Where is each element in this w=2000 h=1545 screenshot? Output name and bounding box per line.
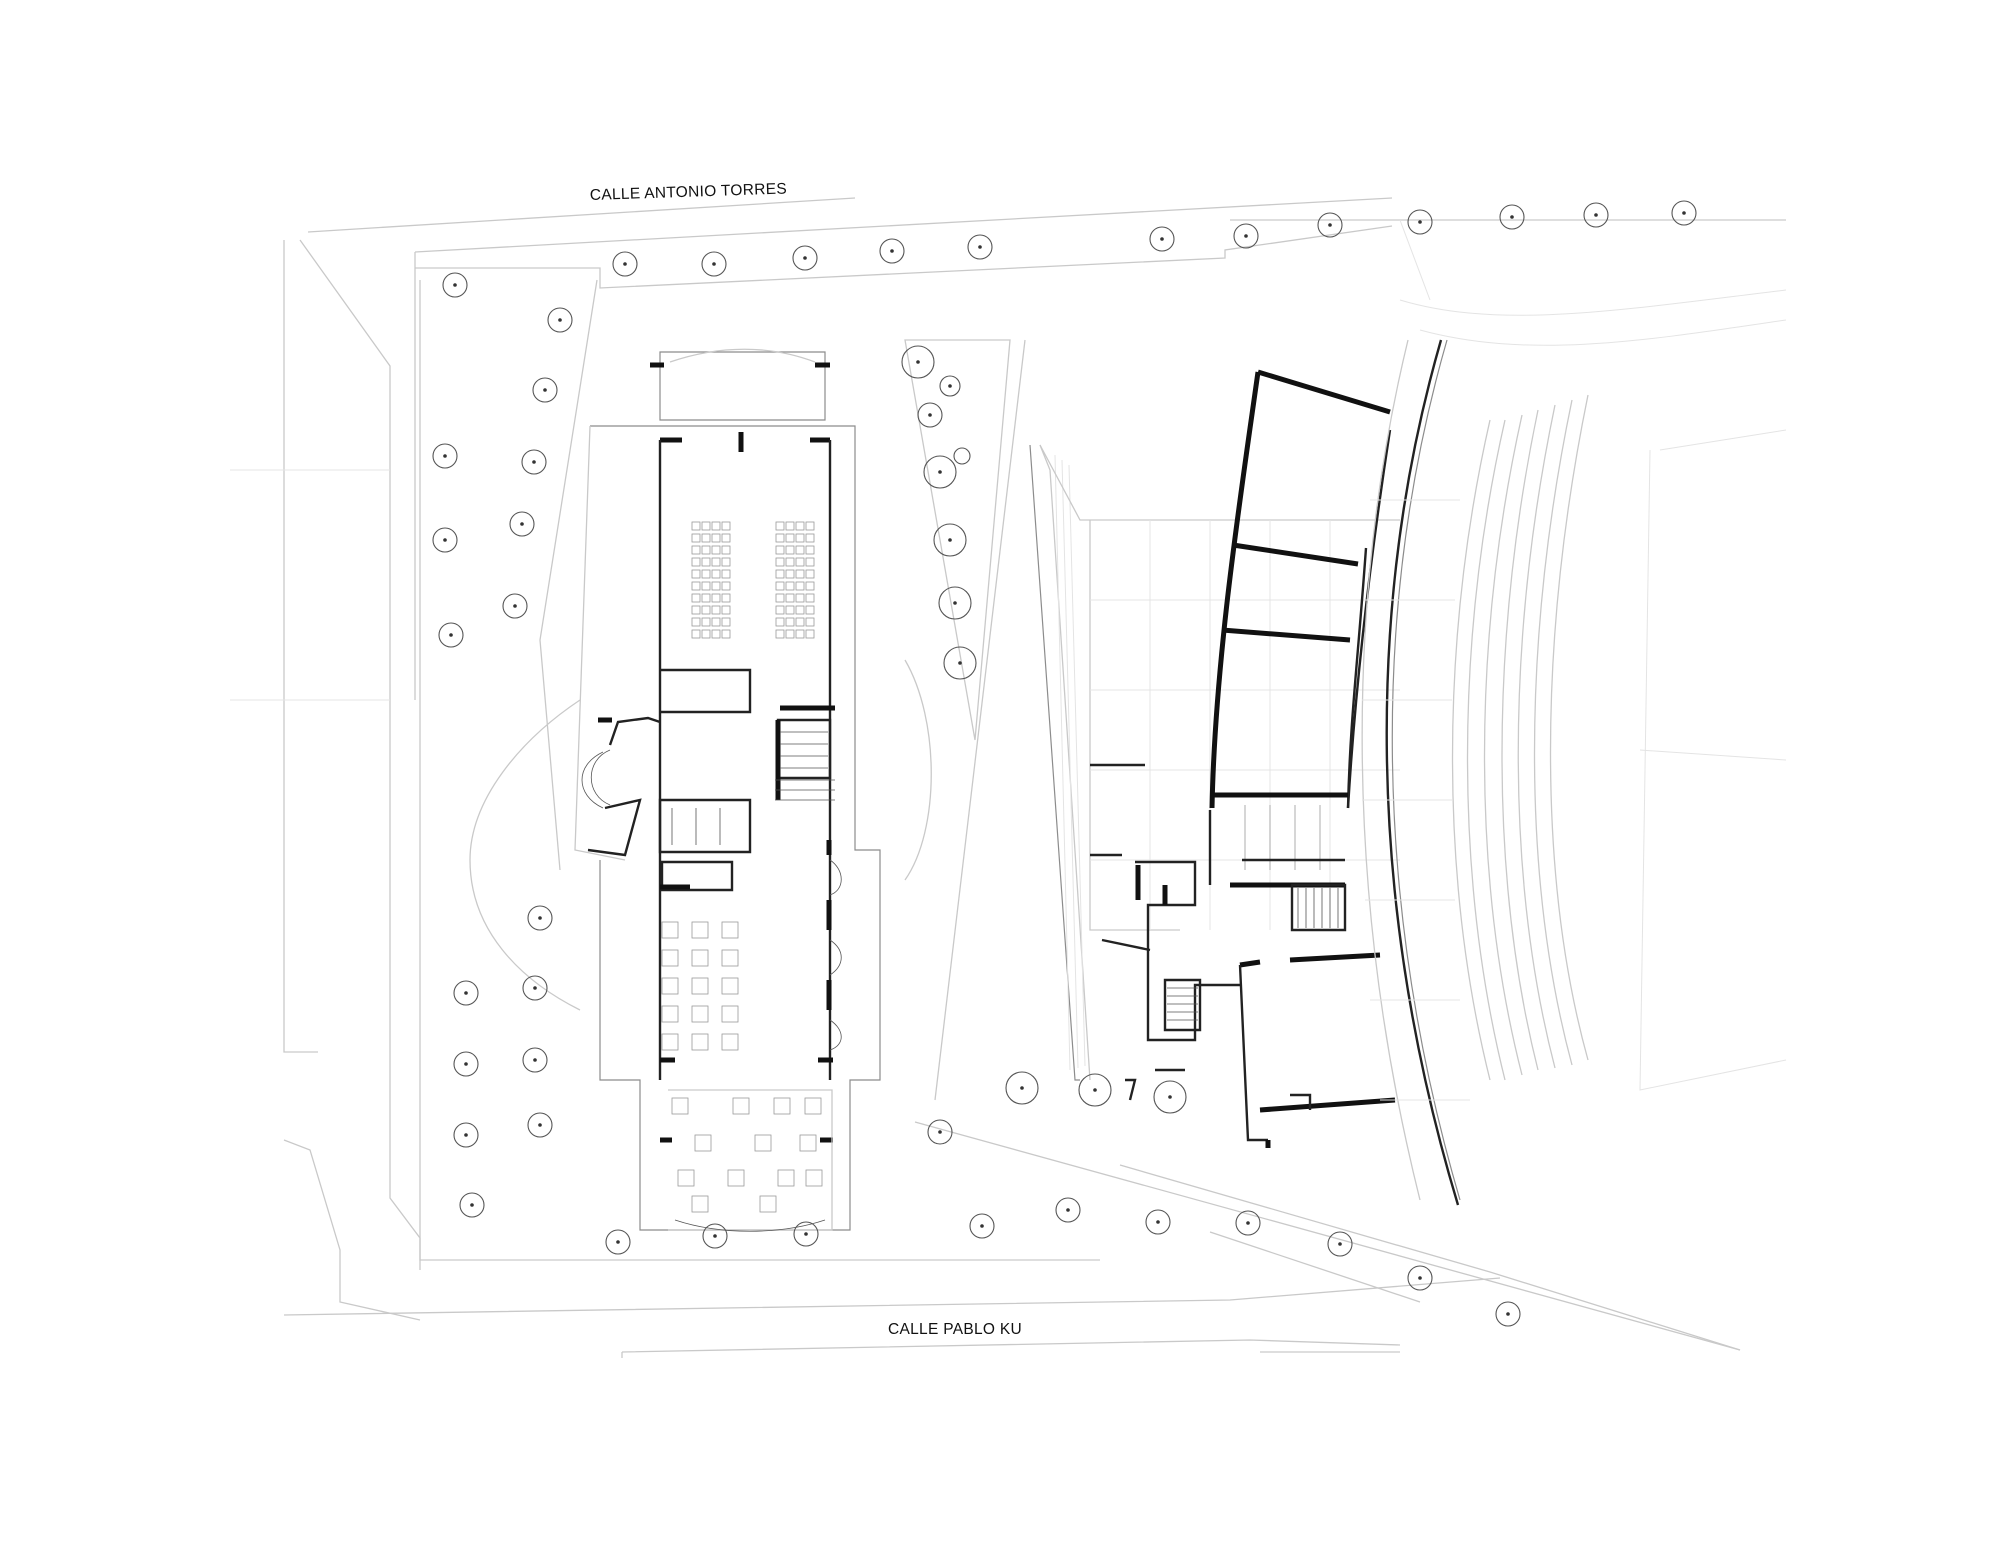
dining-tables	[661, 921, 823, 1213]
amphitheatre	[1361, 339, 1589, 1206]
stair-east	[1163, 883, 1347, 1032]
east-building	[1135, 369, 1396, 1148]
west-building	[574, 348, 881, 1232]
central-ramp	[904, 339, 1400, 1101]
auditorium-seating	[691, 521, 815, 639]
street-label-north: CALLE ANTONIO TORRES	[590, 180, 788, 204]
stair-west	[775, 731, 835, 801]
trees	[432, 200, 1697, 1327]
site-boundary	[230, 197, 1787, 1358]
street-label-south: CALLE PABLO KU	[888, 1321, 1022, 1338]
